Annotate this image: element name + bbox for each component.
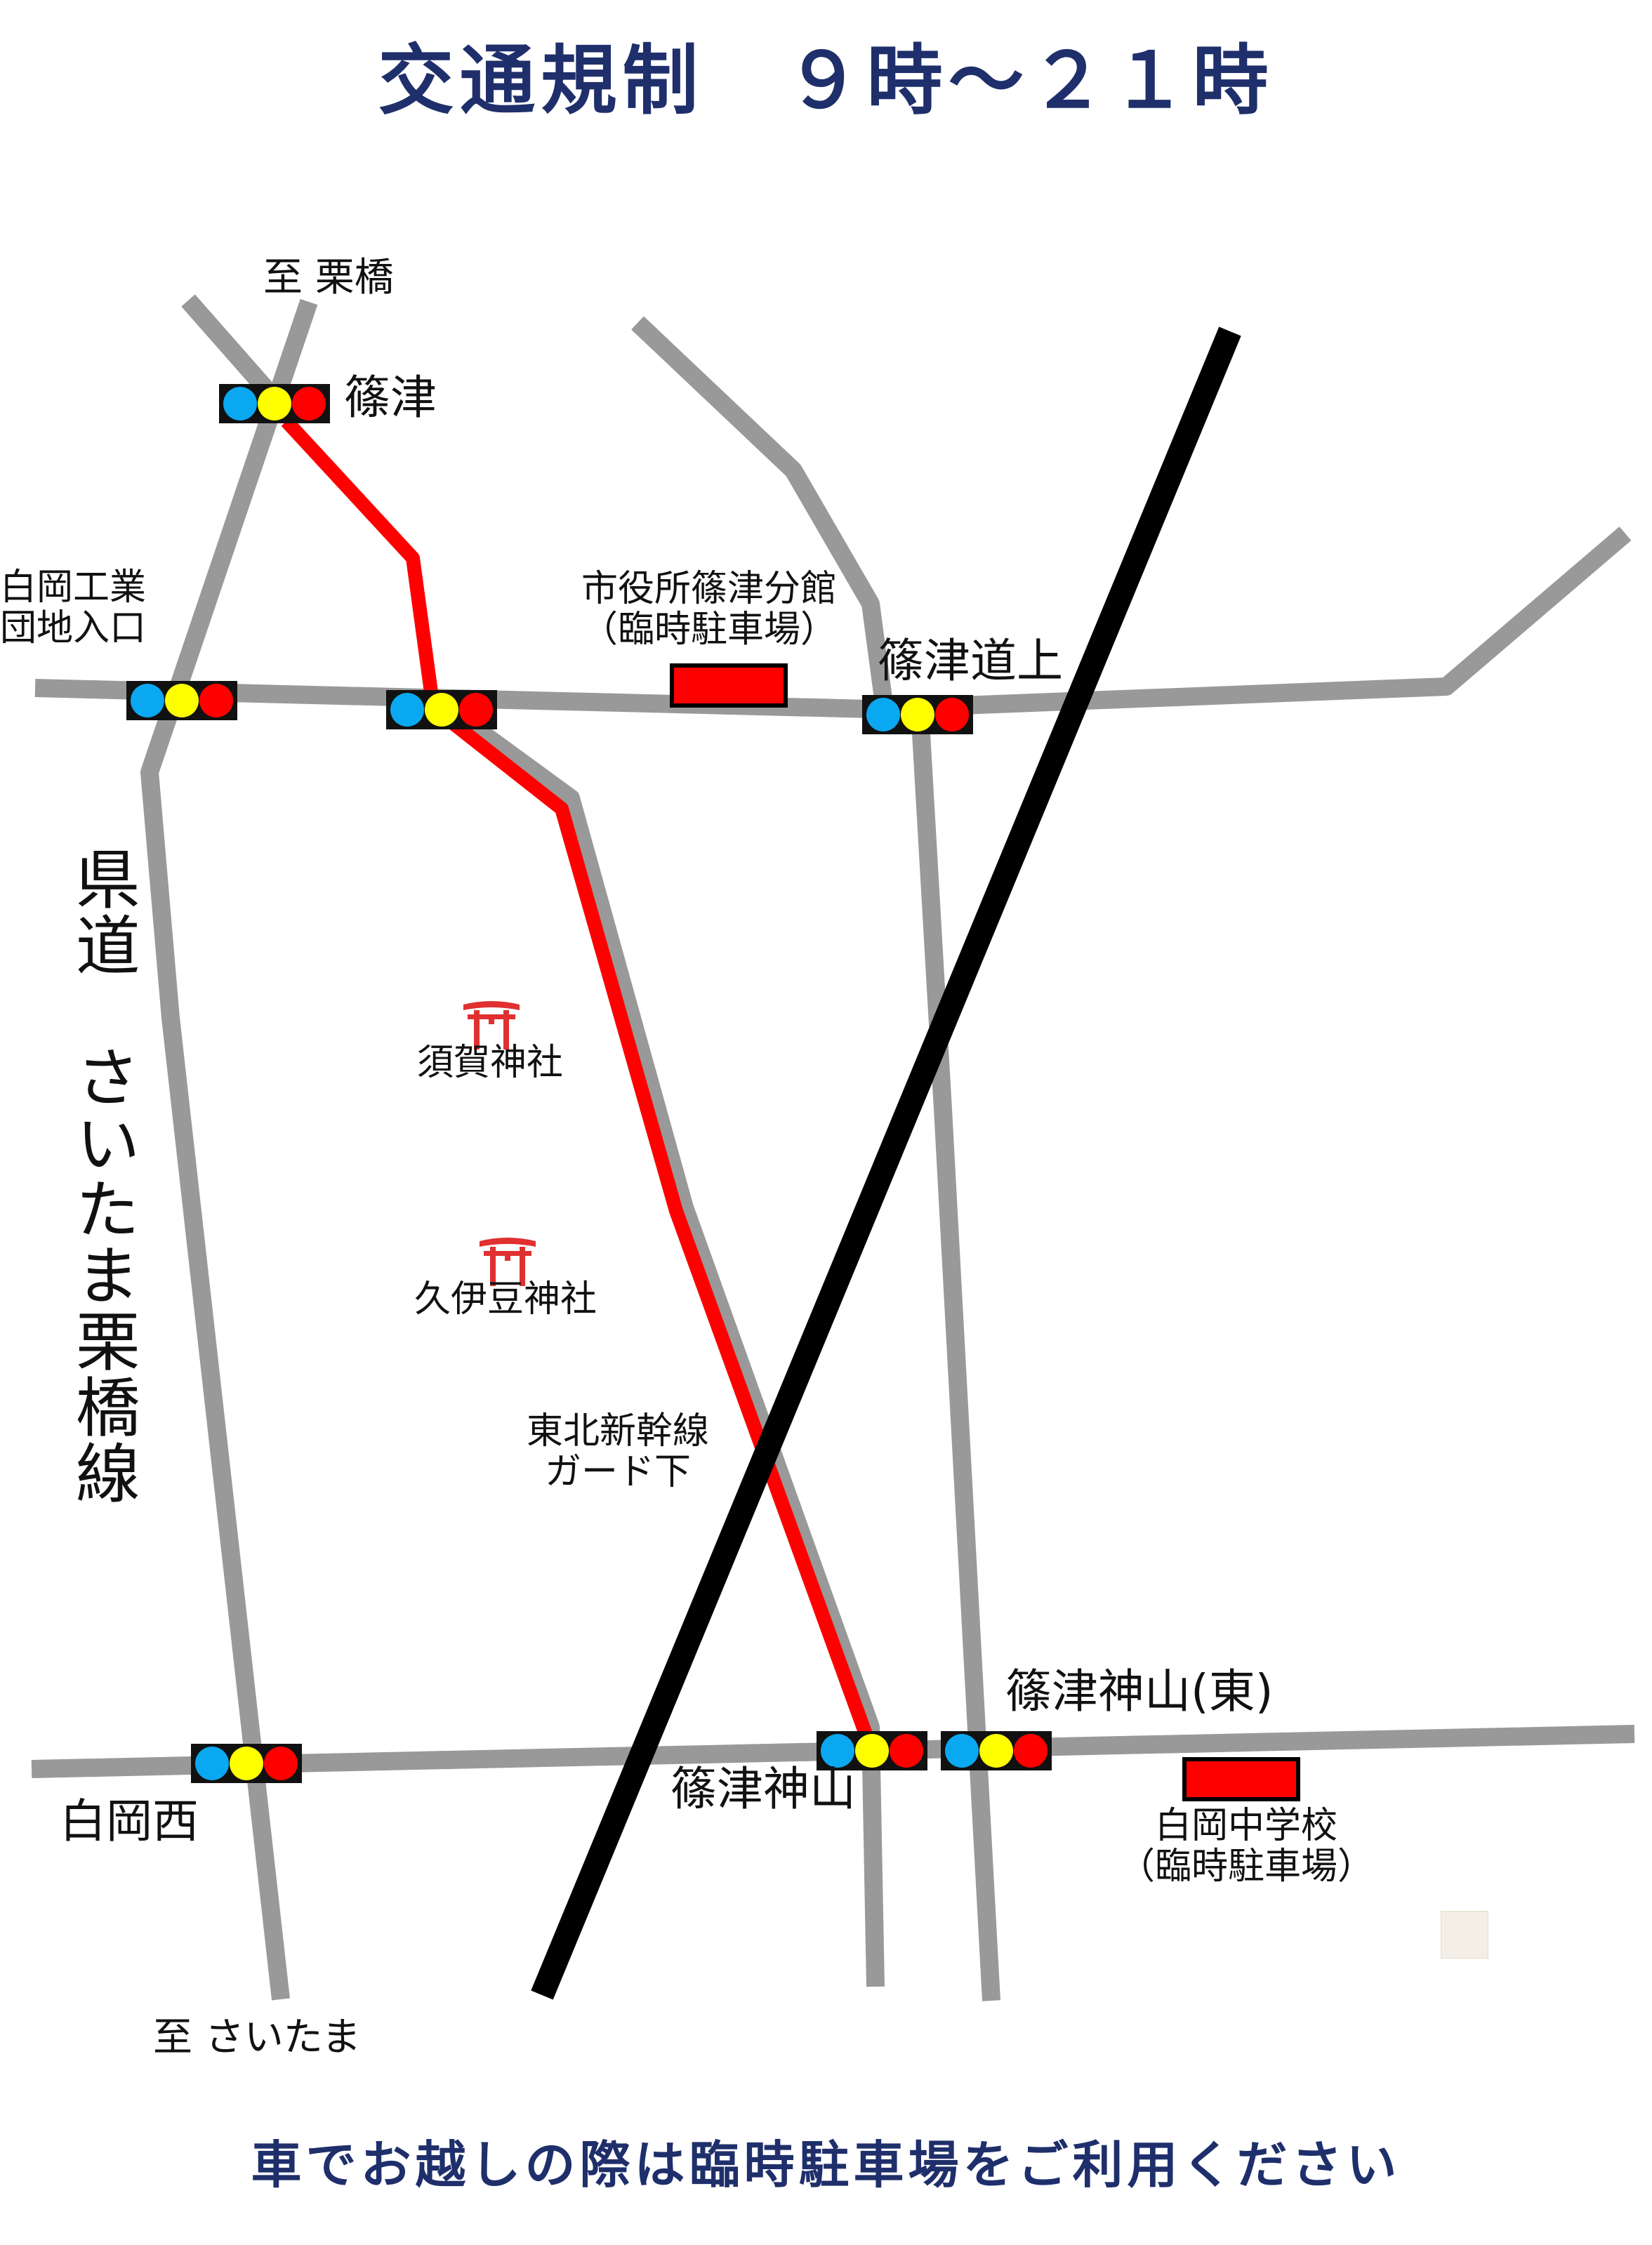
intersection-shinozu-kamiyama-label: 篠津神山: [670, 1762, 856, 1816]
shinkansen-line: [531, 326, 1241, 2000]
traffic-signal-icon: [862, 695, 973, 734]
landmark-shinkansen-underpass-label: 東北新幹線 ガード下: [526, 1410, 710, 1494]
road-michigami-south: [911, 708, 1000, 2001]
traffic-signal-icon: [941, 1731, 1052, 1770]
footer-notice: 車でお越しの際は臨時駐車場をご利用ください: [251, 2135, 1401, 2194]
traffic-signal-icon: [126, 681, 237, 720]
traffic-signal-icon: [191, 1744, 302, 1783]
road-central-diagonal: [419, 684, 885, 1987]
intersection-shinozu-label: 篠津: [344, 371, 437, 425]
landmark-kuizu-shrine-label: 久伊豆神社: [414, 1278, 597, 1320]
road-northeast-curve: [631, 316, 894, 710]
parking-city-office-icon: [670, 663, 788, 708]
direction-south-label: 至 さいたま: [153, 2015, 362, 2060]
torii-icon: [480, 1238, 536, 1286]
traffic-signal-icon: [386, 690, 497, 729]
intersection-shinozu-michigami-label: 篠津道上: [878, 634, 1063, 688]
paper-fragment: [1441, 1911, 1488, 1959]
traffic-signal-icon: [817, 1731, 927, 1770]
torii-icon: [463, 1001, 520, 1049]
traffic-signals: [126, 384, 1052, 1783]
page-title: 交通規制 ９時～２１時: [378, 37, 1274, 125]
parking-city-office-label: 市役所篠津分館 （臨時駐車場）: [581, 568, 838, 651]
landmark-suga-shrine-label: 須賀神社: [416, 1042, 564, 1084]
restricted-route: [281, 416, 873, 1737]
traffic-signal-icon: [219, 384, 330, 423]
intersection-shiraoka-kogyo-label: 白岡工業 団地入口: [0, 567, 147, 650]
road-prefectural: [140, 298, 318, 2001]
direction-north-label: 至 栗橋: [263, 255, 394, 300]
parking-junior-high-label: 白岡中学校 （臨時駐車場）: [1118, 1805, 1375, 1888]
intersection-shiraoka-nishi-label: 白岡西: [60, 1794, 199, 1848]
prefectural-road-label: 県道 さいたま栗橋線: [65, 846, 140, 1506]
parking-junior-high-icon: [1182, 1757, 1300, 1801]
intersection-shinozu-kamiyama-east-label: 篠津神山(東): [1005, 1664, 1274, 1718]
